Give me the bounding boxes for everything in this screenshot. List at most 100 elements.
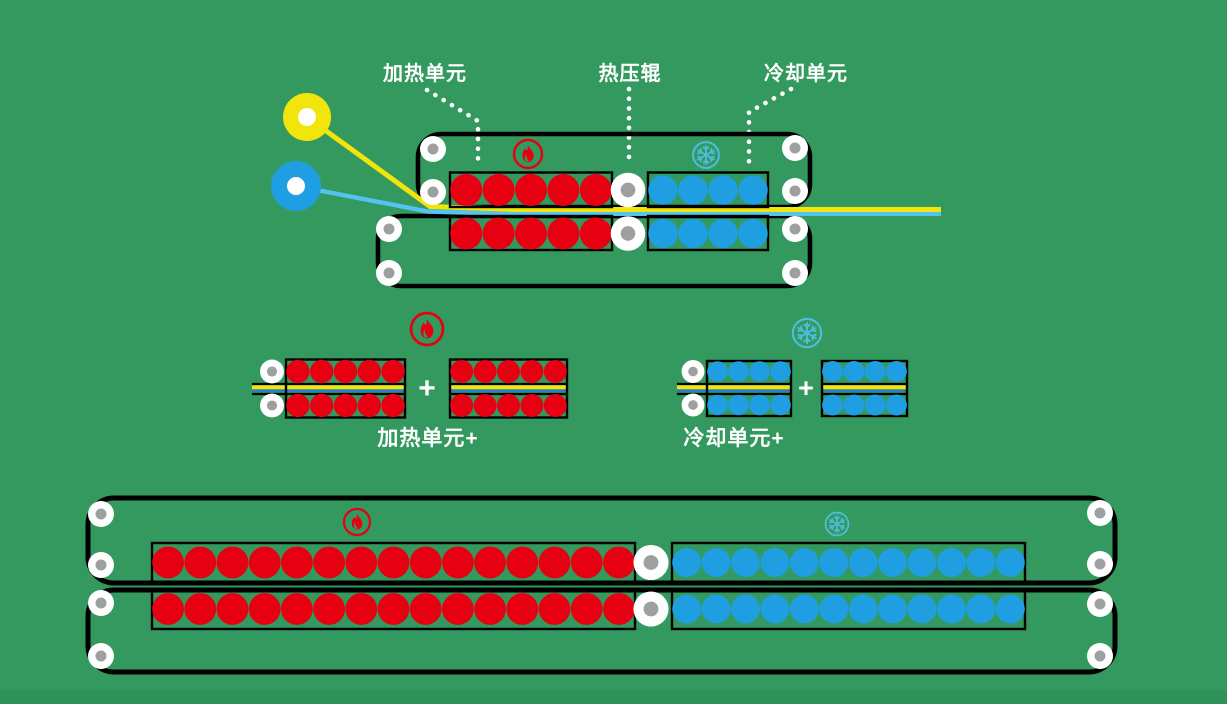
- process-roller: [409, 593, 442, 625]
- cooling-block-a-bottom-rollers: [707, 394, 791, 416]
- process-roller: [579, 174, 612, 206]
- callout-heating-unit-label: 加热单元: [382, 61, 467, 85]
- top-upper-cooling-rollers: [648, 175, 768, 205]
- process-roller: [579, 217, 612, 250]
- process-roller: [450, 360, 474, 383]
- process-roller: [738, 175, 768, 205]
- process-roller: [995, 548, 1025, 577]
- guide-roller: [681, 393, 705, 417]
- process-roller: [520, 394, 544, 417]
- process-roller: [819, 548, 849, 577]
- process-roller: [345, 546, 378, 579]
- top-upper-heating-rollers: [450, 174, 612, 206]
- guide-roller: [782, 178, 808, 204]
- process-roller: [864, 361, 886, 382]
- process-roller: [377, 593, 410, 625]
- process-roller: [248, 546, 281, 579]
- process-roller: [848, 548, 878, 577]
- process-roller: [333, 359, 358, 384]
- process-roller: [708, 175, 738, 205]
- process-roller: [152, 593, 185, 625]
- hot-press-roller: [610, 172, 646, 208]
- process-roller: [731, 594, 760, 624]
- process-roller: [333, 393, 358, 418]
- process-roller: [216, 546, 249, 579]
- yellow-film-roll: [283, 93, 331, 141]
- process-roller: [966, 594, 996, 624]
- process-roller: [966, 548, 996, 577]
- process-roller: [473, 360, 497, 383]
- process-roller: [707, 361, 728, 382]
- top-lower-cooling-box: [646, 214, 770, 252]
- process-roller: [506, 546, 539, 579]
- leader-cooling-unit: [746, 86, 794, 165]
- process-roller: [482, 174, 515, 206]
- process-roller: [885, 361, 907, 382]
- process-roller: [310, 393, 334, 418]
- top-machine: [271, 93, 941, 289]
- process-roller: [770, 394, 791, 416]
- process-roller: [184, 593, 217, 625]
- guide-roller: [88, 501, 114, 527]
- guide-roller: [681, 360, 705, 383]
- process-roller: [878, 594, 908, 624]
- bottom-upper-heating-rollers: [152, 546, 635, 579]
- process-roller: [570, 593, 603, 625]
- process-roller: [843, 394, 865, 416]
- hot-press-roller: [610, 216, 646, 251]
- guide-roller: [782, 135, 808, 161]
- process-roller: [381, 359, 405, 384]
- process-roller: [749, 394, 770, 416]
- process-roller: [603, 593, 635, 625]
- guide-roller: [88, 590, 114, 616]
- process-roller: [450, 217, 483, 250]
- process-roller: [313, 593, 345, 625]
- process-roller: [184, 546, 217, 579]
- callout-hot-press-roller-label: 热压辊: [599, 61, 662, 85]
- process-roller: [281, 546, 313, 579]
- guide-roller: [1087, 591, 1113, 617]
- leader-heating-unit: [424, 87, 481, 165]
- process-roller: [707, 394, 728, 416]
- bottom-lower-heating-rollers: [152, 593, 635, 625]
- process-roller: [506, 593, 539, 625]
- process-roller: [864, 394, 886, 416]
- bottom-upper-cooling-box: [670, 541, 1027, 585]
- process-roller: [822, 394, 844, 416]
- expansion-heating: + 加热单元+: [252, 311, 569, 450]
- top-upper-cooling-box: [646, 171, 770, 209]
- cooling-block-b-bottom-rollers: [822, 394, 907, 416]
- process-roller: [381, 393, 405, 418]
- process-roller: [409, 546, 442, 579]
- process-roller: [819, 594, 849, 624]
- heating-block-a-bottom-rollers: [286, 393, 405, 418]
- process-roller: [442, 546, 474, 579]
- process-roller: [248, 593, 281, 625]
- film-sandwich: [677, 382, 792, 396]
- process-roller: [789, 594, 819, 624]
- heating-block-b-bottom-rollers: [450, 394, 567, 417]
- process-roller: [728, 394, 749, 416]
- process-roller: [497, 360, 520, 383]
- process-roller: [885, 394, 907, 416]
- process-roller: [482, 217, 515, 250]
- process-roller: [515, 174, 547, 206]
- process-roller: [995, 594, 1025, 624]
- heating-plus-sign: +: [418, 372, 436, 405]
- guide-roller: [376, 260, 402, 286]
- heating-block-b-top-rollers: [450, 360, 567, 383]
- process-roller: [648, 218, 678, 249]
- process-roller: [474, 593, 506, 625]
- bottom-lower-cooling-box: [670, 588, 1027, 631]
- process-roller: [701, 594, 731, 624]
- guide-roller: [1087, 643, 1113, 669]
- guide-roller: [782, 216, 808, 242]
- process-roller: [749, 361, 770, 382]
- cooling-block-a-top-rollers: [707, 361, 791, 382]
- process-roller: [760, 548, 790, 577]
- process-roller: [515, 217, 547, 250]
- process-roller: [216, 593, 249, 625]
- bottom-lower-cooling-rollers: [672, 594, 1025, 624]
- heating-block-b-box: [448, 358, 569, 419]
